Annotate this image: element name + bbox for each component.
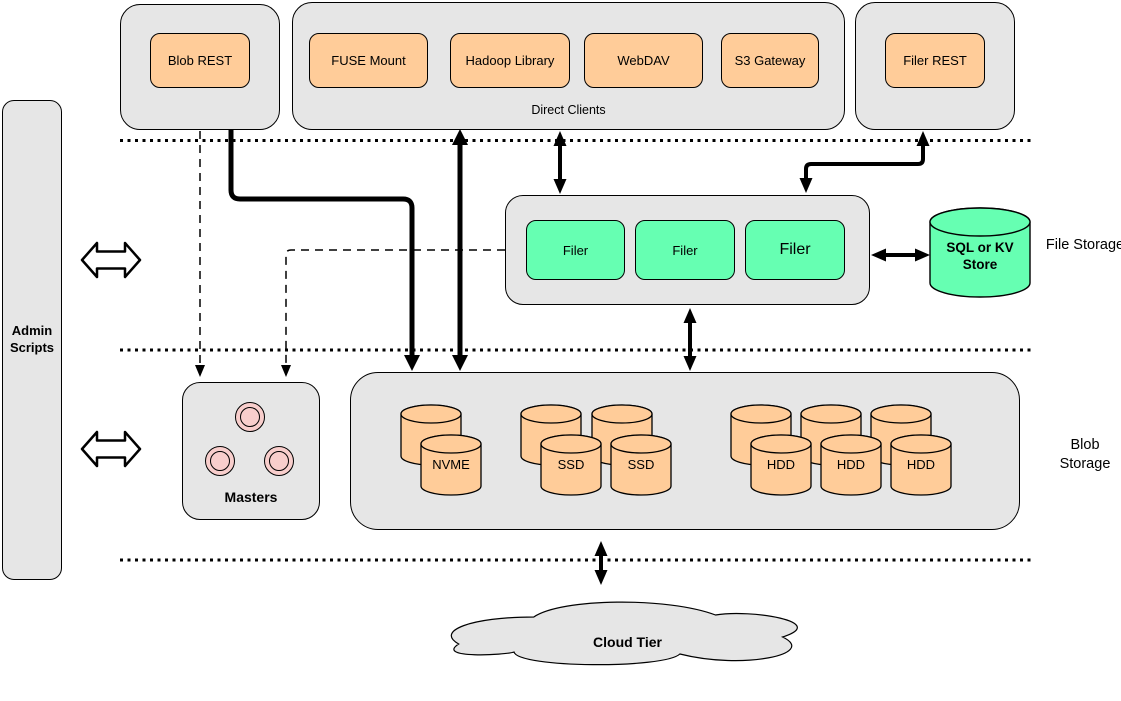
file-storage-tier-label: File Storage xyxy=(1045,237,1121,253)
master-node-inner-ring xyxy=(240,407,260,427)
admin-scripts-panel: Admin Scripts xyxy=(2,100,62,580)
dashed-arrow-blobrest-to-masters xyxy=(195,131,205,377)
blob-rest-node: Blob REST xyxy=(150,33,250,88)
hadoop-library-node: Hadoop Library xyxy=(450,33,570,88)
hdd-label: HDD xyxy=(836,457,866,472)
arrow-directclients-filer xyxy=(553,131,567,194)
arrow-filer-kvstore xyxy=(871,248,930,262)
ssd-label: SSD xyxy=(557,457,585,472)
blob-storage-tier-label: Blob Storage xyxy=(1059,437,1111,472)
filer-node: Filer xyxy=(635,220,735,280)
dashed-arrow-filer-to-masters xyxy=(281,249,505,377)
masters-group xyxy=(182,382,320,520)
arrow-blobstorage-cloud xyxy=(594,541,608,585)
masters-label: Masters xyxy=(224,489,278,505)
admin-scripts-label: Admin Scripts xyxy=(9,323,55,355)
direct-clients-label: Direct Clients xyxy=(531,103,606,117)
hdd-label: HDD xyxy=(906,457,936,472)
arrow-directclients-blobstorage xyxy=(452,129,468,371)
nvme-label: NVME xyxy=(432,457,470,472)
arrow-blobrest-to-blobstorage xyxy=(228,130,420,371)
cloud-tier-label: Cloud Tier xyxy=(593,634,662,650)
master-node-inner-ring xyxy=(210,451,230,471)
filer-node: Filer xyxy=(745,220,845,280)
admin-link-arrow-file xyxy=(80,241,142,279)
filer-node: Filer xyxy=(526,220,625,280)
master-node-icon xyxy=(264,446,294,476)
arrow-filer-blobstorage xyxy=(683,308,697,371)
hdd-label: HDD xyxy=(766,457,796,472)
master-node-icon xyxy=(235,402,265,432)
ssd-label: SSD xyxy=(627,457,655,472)
arrow-filerrest-filer xyxy=(799,131,930,193)
admin-link-arrow-blob xyxy=(80,430,142,468)
fuse-mount-node: FUSE Mount xyxy=(309,33,428,88)
webdav-node: WebDAV xyxy=(584,33,703,88)
filer-rest-node: Filer REST xyxy=(885,33,985,88)
s3-gateway-node: S3 Gateway xyxy=(721,33,819,88)
master-node-icon xyxy=(205,446,235,476)
sql-kv-label: SQL or KV Store xyxy=(946,240,1014,272)
master-node-inner-ring xyxy=(269,451,289,471)
